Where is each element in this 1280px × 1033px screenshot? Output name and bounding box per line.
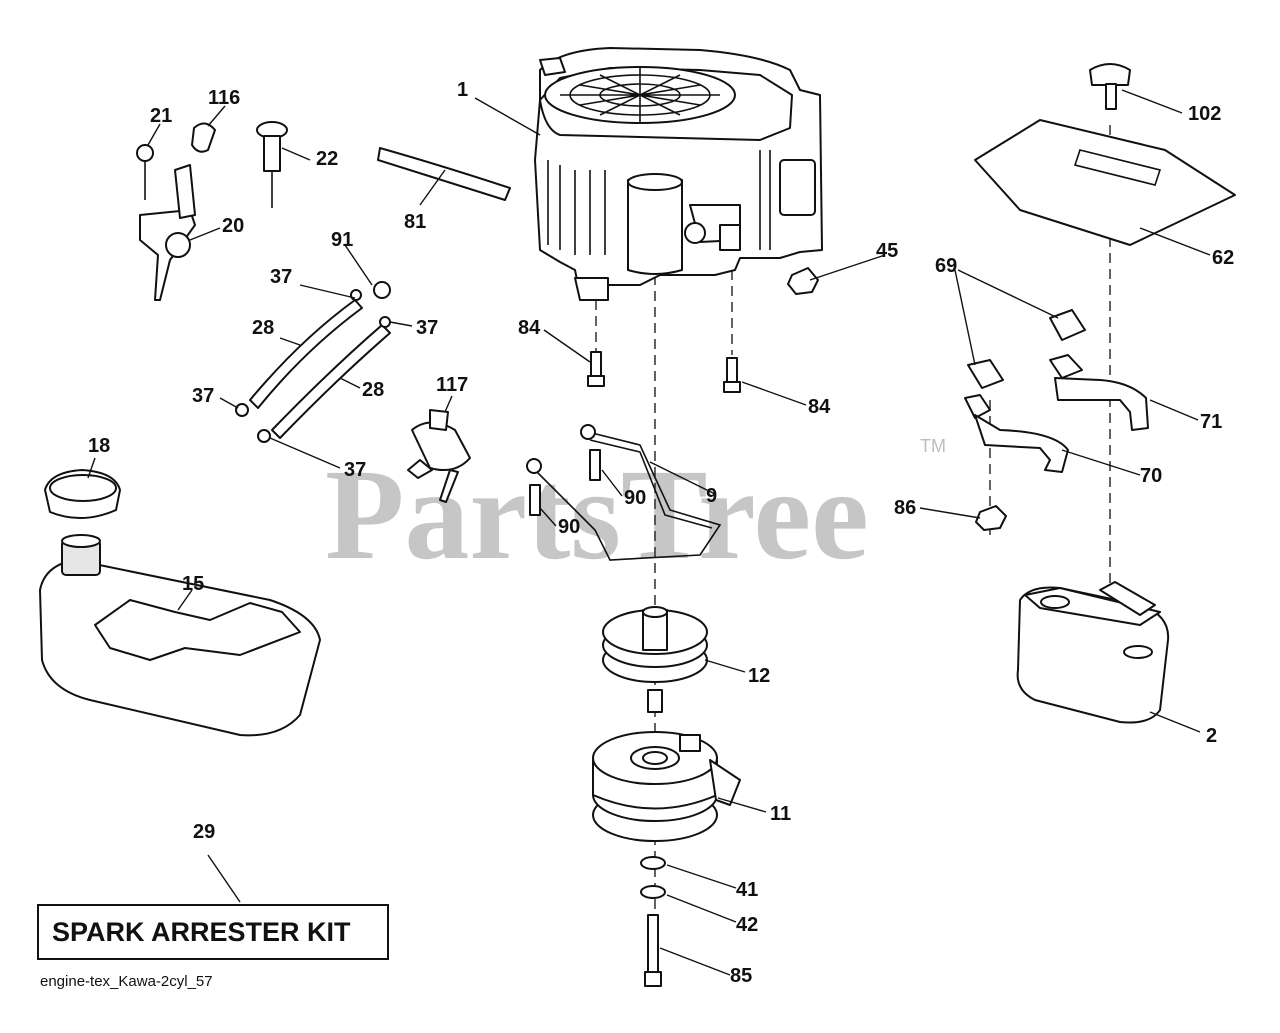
callout-84-b: 84 xyxy=(808,396,831,418)
callout-117: 117 xyxy=(436,374,468,396)
fuel-line-81 xyxy=(377,147,511,201)
pulley-12 xyxy=(602,606,708,713)
fuel-tank-15 xyxy=(39,469,321,737)
bolts-84 xyxy=(587,351,741,393)
leader-lines xyxy=(87,89,1211,976)
callout-69: 69 xyxy=(935,255,957,277)
callout-91: 91 xyxy=(331,229,353,251)
callout-90-b: 90 xyxy=(558,516,580,538)
bracket-9 xyxy=(526,424,722,561)
callout-9: 9 xyxy=(706,485,717,507)
callout-81: 81 xyxy=(404,211,426,233)
callout-116: 116 xyxy=(208,87,240,109)
callout-29: 29 xyxy=(193,821,215,843)
spark-arrester-kit-box: SPARK ARRESTER KIT xyxy=(37,904,389,960)
callout-20: 20 xyxy=(222,215,244,237)
callout-21: 21 xyxy=(150,105,172,127)
fuel-valve-117 xyxy=(407,409,471,503)
heat-shield-62 xyxy=(974,63,1236,246)
callout-15: 15 xyxy=(182,573,204,595)
muffler-2 xyxy=(1016,581,1170,724)
electric-clutch-11 xyxy=(592,731,741,842)
callout-12: 12 xyxy=(748,665,770,687)
throttle-control xyxy=(136,122,216,301)
callout-70: 70 xyxy=(1140,465,1162,487)
callout-18: 18 xyxy=(88,435,110,457)
callout-102: 102 xyxy=(1188,103,1221,125)
callout-45: 45 xyxy=(876,240,898,262)
callout-37-c: 37 xyxy=(192,385,214,407)
callout-1: 1 xyxy=(457,79,468,101)
spark-arrester-kit-label: SPARK ARRESTER KIT xyxy=(52,917,351,947)
callout-62: 62 xyxy=(1212,247,1234,269)
nut-45 xyxy=(787,267,819,295)
callout-22: 22 xyxy=(316,148,338,170)
callout-labels: 1 2 9 11 12 15 18 20 21 22 28 28 29 37 3… xyxy=(88,79,1234,987)
callout-71: 71 xyxy=(1200,411,1222,433)
callout-42: 42 xyxy=(736,914,758,936)
callout-37-b: 37 xyxy=(416,317,438,339)
exhaust-manifold xyxy=(964,309,1149,473)
callout-37-d: 37 xyxy=(344,459,366,481)
callout-90-a: 90 xyxy=(624,487,646,509)
callout-37-a: 37 xyxy=(270,266,292,288)
callout-85: 85 xyxy=(730,965,752,987)
callout-2: 2 xyxy=(1206,725,1217,747)
nut-86 xyxy=(975,505,1007,531)
callout-11: 11 xyxy=(770,803,791,825)
diagram-caption: engine-tex_Kawa-2cyl_57 xyxy=(40,973,213,990)
trademark-mark: TM xyxy=(920,436,946,456)
washers-and-bolt xyxy=(640,856,666,987)
choke-knob-22 xyxy=(256,121,288,208)
callout-28-a: 28 xyxy=(252,317,274,339)
fuel-hoses-28 xyxy=(235,281,391,443)
callout-84-a: 84 xyxy=(518,317,541,339)
callout-86: 86 xyxy=(894,497,916,519)
callout-41: 41 xyxy=(736,879,758,901)
engine-assembly xyxy=(534,47,823,301)
callout-28-b: 28 xyxy=(362,379,384,401)
